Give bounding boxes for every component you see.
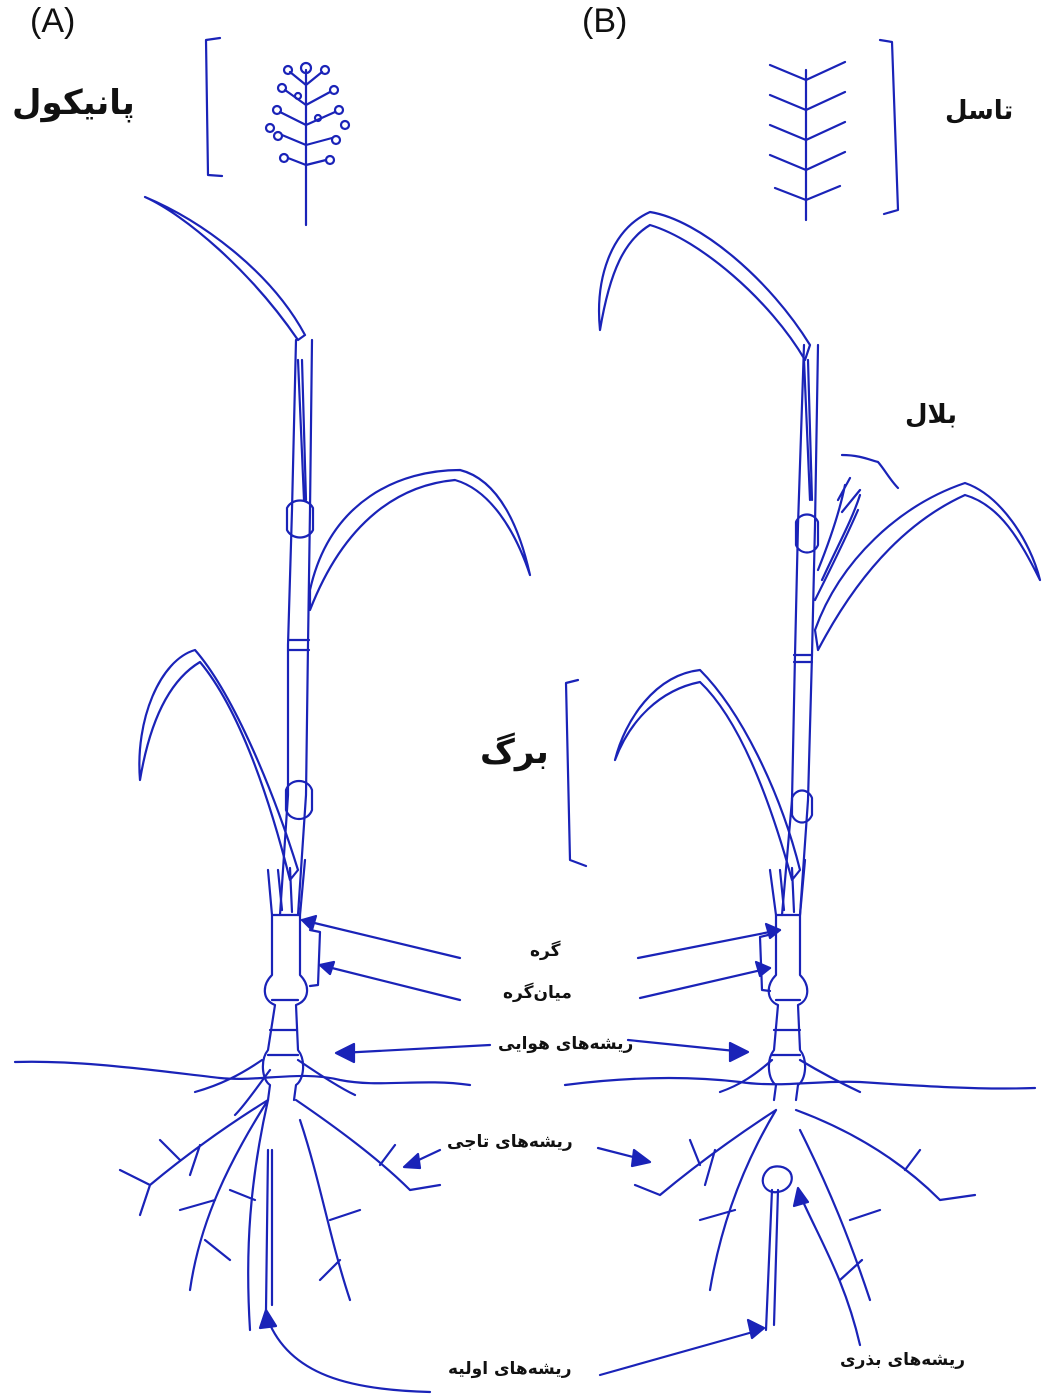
primary-root-b: [766, 1190, 778, 1330]
crown-roots-a: [120, 1100, 440, 1330]
panicle: [266, 63, 349, 225]
leaf-top-b: [599, 212, 810, 360]
primary-roots-label: ریشه‌های اولیه: [448, 1361, 571, 1378]
panel-a-label: (A): [30, 4, 75, 38]
leaf-bracket: [566, 680, 586, 866]
soil-line-a: [15, 1062, 470, 1085]
leaf-low-b: [615, 670, 800, 880]
seminal-roots-label: ریشه‌های بذری: [840, 1352, 965, 1369]
seed: [763, 1166, 792, 1192]
aerial-roots-label: ریشه‌های هوایی: [498, 1036, 633, 1053]
silk-label: بلال: [905, 402, 957, 428]
leaf-top-a: [145, 197, 305, 340]
internode-label: میان‌گره: [503, 985, 572, 1002]
ear-silk: [815, 478, 860, 600]
crown-roots-label: ریشه‌های تاجی: [447, 1134, 573, 1151]
silk-bracket: [842, 455, 898, 488]
primary-root-a: [266, 1150, 272, 1310]
panel-b-label: (B): [582, 4, 627, 38]
tassel: [770, 62, 845, 220]
plant-b: [565, 40, 1040, 1330]
leaf-low-a: [139, 650, 298, 880]
panicle-label: پانیکول: [12, 86, 135, 120]
soil-line-b: [565, 1078, 1035, 1089]
leaf-label: برگ: [480, 735, 549, 769]
tassel-label: تاسل: [945, 98, 1013, 124]
node-label: گره: [530, 943, 561, 960]
leaf-mid-a: [310, 470, 530, 610]
leaf-mid-b: [815, 483, 1040, 650]
tassel-bracket: [880, 40, 898, 214]
panicle-bracket: [206, 38, 222, 176]
